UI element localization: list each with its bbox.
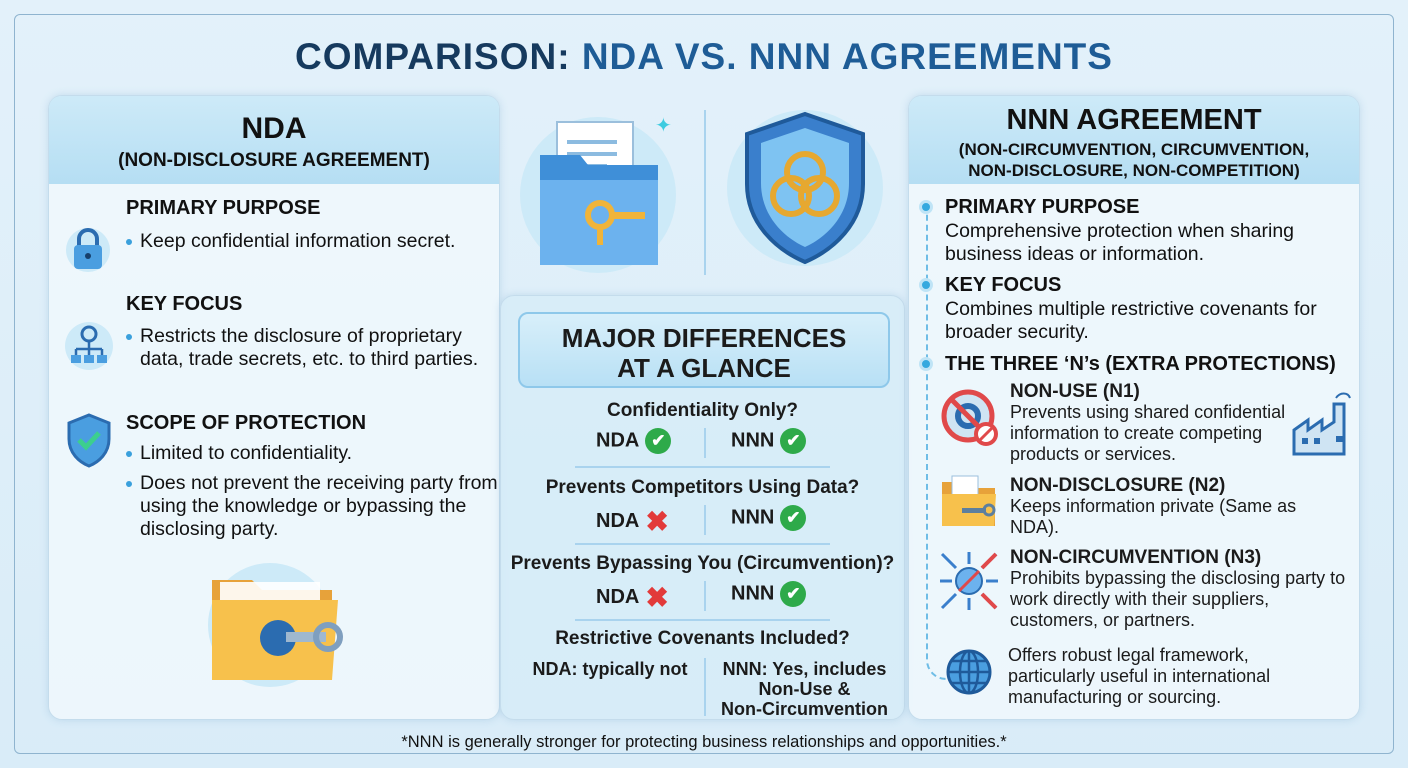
nda-title: NDA xyxy=(241,112,307,145)
nnn-answer: NNN✔ xyxy=(731,581,807,607)
n2-text: Keeps information private (Same as NDA). xyxy=(1010,496,1297,537)
nnn-subtitle: (NON-CIRCUMVENTION, CIRCUMVENTION,NON-DI… xyxy=(958,140,1310,180)
nda-scope-bullet-2: Does not prevent the receiving party fro… xyxy=(126,472,498,541)
timeline-dot xyxy=(919,200,933,214)
cross-icon: ✖ xyxy=(645,506,669,537)
nda-header: NDA (NON-DISCLOSURE AGREEMENT) xyxy=(49,96,499,184)
network-gear-icon xyxy=(65,322,113,370)
arrows-person-icon xyxy=(940,552,998,610)
folder-key-small-icon xyxy=(942,475,996,526)
check-icon: ✔ xyxy=(780,428,807,454)
nda-key-focus-text: Restricts the disclosure of proprietary … xyxy=(126,325,486,371)
nda-scope-heading: SCOPE OF PROTECTION xyxy=(126,412,367,434)
comparison-question: Prevents Bypassing You (Circumvention)? xyxy=(510,553,895,574)
footer-note: *NNN is generally stronger for protectin… xyxy=(401,733,1007,751)
timeline-dot xyxy=(919,278,933,292)
comparison-question: Prevents Competitors Using Data? xyxy=(545,477,860,498)
nda-primary-purpose-heading: PRIMARY PURPOSE xyxy=(126,197,321,219)
n1-text: Prevents using shared confidential infor… xyxy=(1010,402,1286,464)
covenants-divider xyxy=(704,658,706,716)
row-divider xyxy=(704,581,706,611)
check-icon: ✔ xyxy=(780,505,807,531)
document-folder-key-icon: ✦ xyxy=(520,115,676,273)
row-separator xyxy=(575,466,830,468)
nnn-closing-text: Offers robust legal framework, particula… xyxy=(1008,645,1271,707)
nnn-focus-text: Combines multiple restrictive covenants … xyxy=(945,298,1317,343)
page-title: COMPARISON: NDA VS. NNN AGREEMENTS xyxy=(295,36,1113,77)
check-icon: ✔ xyxy=(645,428,672,454)
row-separator xyxy=(575,543,830,545)
shield-rings-icon xyxy=(727,110,883,266)
differences-heading-line1: MAJOR DIFFERENCES xyxy=(561,323,847,353)
padlock-icon xyxy=(66,228,110,272)
shield-check-icon xyxy=(67,413,111,468)
nnn-primary-text: Comprehensive protection when sharing bu… xyxy=(945,220,1295,265)
row-divider xyxy=(704,428,706,458)
no-gear-icon xyxy=(941,389,998,446)
n2-heading: NON-DISCLOSURE (N2) xyxy=(1010,475,1226,496)
nnn-three-heading: THE THREE ‘N’s (EXTRA PROTECTIONS) xyxy=(945,353,1336,375)
nda-answer: NDA✖ xyxy=(596,582,669,613)
nnn-answer: NNN✔ xyxy=(731,428,807,454)
comparison-question: Confidentiality Only? xyxy=(606,400,799,421)
nda-key-focus-heading: KEY FOCUS xyxy=(126,293,243,315)
nda-answer: NDA✔ xyxy=(596,428,672,454)
nnn-primary-heading: PRIMARY PURPOSE xyxy=(945,196,1140,218)
timeline-dot xyxy=(919,357,933,371)
differences-heading-line2: AT A GLANCE xyxy=(617,353,791,383)
row-separator xyxy=(575,619,830,621)
nnn-answer: NNN✔ xyxy=(731,505,807,531)
covenants-nda: NDA: typically not xyxy=(532,659,688,679)
row-divider xyxy=(704,505,706,535)
cross-icon: ✖ xyxy=(645,582,669,613)
decorative-frame xyxy=(14,14,1394,754)
covenants-question: Restrictive Covenants Included? xyxy=(555,628,850,649)
nda-scope-bullet-1: Limited to confidentiality. xyxy=(126,442,496,465)
folder-key-icon xyxy=(208,563,343,687)
center-divider xyxy=(704,110,706,275)
n3-text: Prohibits bypassing the disclosing party… xyxy=(1010,568,1346,630)
nda-answer: NDA✖ xyxy=(596,506,669,537)
n1-heading: NON-USE (N1) xyxy=(1010,381,1140,402)
factory-icon xyxy=(1292,392,1351,456)
check-icon: ✔ xyxy=(780,581,807,607)
nnn-header: NNN AGREEMENT (NON-CIRCUMVENTION, CIRCUM… xyxy=(909,96,1359,184)
globe-icon xyxy=(946,649,992,695)
nnn-title: NNN AGREEMENT xyxy=(1006,104,1262,136)
nda-primary-purpose-text: Keep confidential information secret. xyxy=(126,230,456,253)
nnn-focus-heading: KEY FOCUS xyxy=(945,274,1062,296)
svg-text:✦: ✦ xyxy=(655,115,672,137)
nda-subtitle: (NON-DISCLOSURE AGREEMENT) xyxy=(118,150,430,171)
n3-heading: NON-CIRCUMVENTION (N3) xyxy=(1010,547,1262,568)
differences-heading-box: MAJOR DIFFERENCES AT A GLANCE xyxy=(518,312,890,388)
